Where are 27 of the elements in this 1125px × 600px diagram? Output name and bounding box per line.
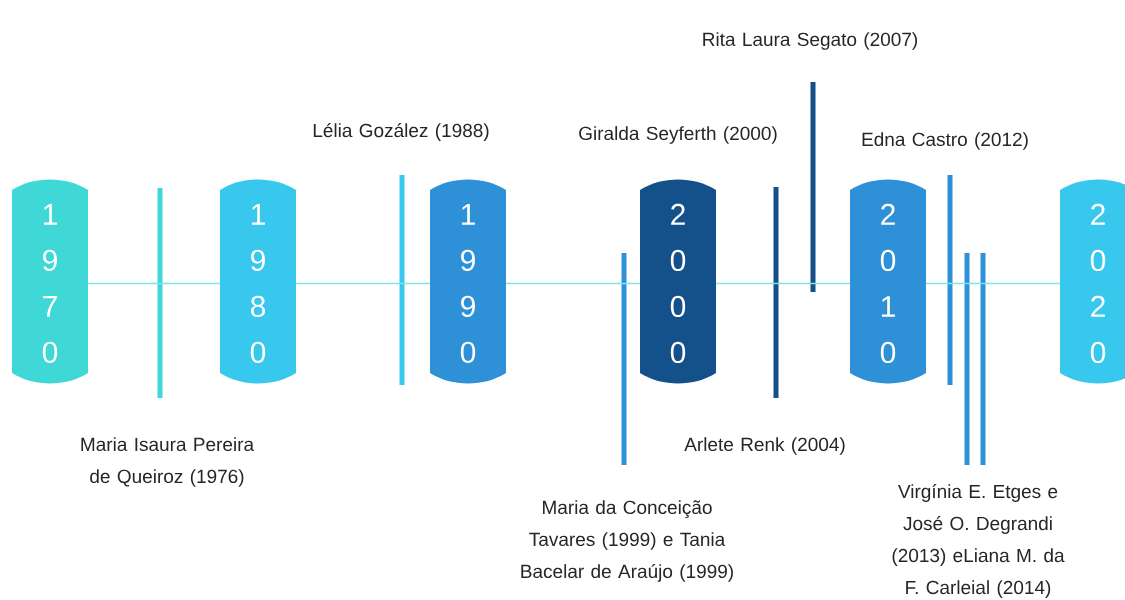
decade-pill: 1 9 9 0: [430, 179, 506, 384]
caption-text: Virgínia E. Etges e José O. Degrandi (2013) eLiana M. da F. Carleial (2014): [892, 484, 1065, 598]
timeline-marker: [399, 175, 405, 385]
timeline-line: [925, 282, 1061, 285]
caption-text: Giralda Seyferth (2000): [579, 126, 777, 144]
decade-pill: 1 9 8 0: [220, 179, 296, 384]
timeline-marker: [947, 175, 953, 385]
caption-text: Arlete Renk (2004): [684, 437, 845, 455]
timeline-marker: [621, 253, 627, 465]
decade-pill: 2 0 1 0: [850, 179, 926, 384]
timeline-marker: [773, 187, 779, 398]
timeline-line: [505, 282, 641, 285]
timeline-marker: [980, 253, 986, 465]
timeline-marker: [964, 253, 970, 465]
caption-text: Rita Laura Segato (2007): [703, 32, 918, 50]
caption-text: Maria da Conceição Tavares (1999) e Tania Bacelar de Araújo (1999): [521, 500, 733, 582]
caption-text: Lélia Gozález (1988): [313, 123, 489, 141]
decade-pill: 2 0 2 0: [1060, 179, 1125, 384]
decade-pill: 2 0 0 0: [640, 179, 716, 384]
caption-text: Edna Castro (2012): [862, 132, 1028, 150]
timeline-line: [715, 282, 851, 285]
decade-pill: 1 9 7 0: [12, 179, 88, 384]
timeline-line: [295, 282, 431, 285]
timeline-line: [87, 282, 221, 285]
timeline-marker: [810, 82, 816, 292]
timeline-marker: [157, 188, 163, 398]
caption-text: Maria Isaura Pereira de Queiroz (1976): [81, 437, 255, 487]
